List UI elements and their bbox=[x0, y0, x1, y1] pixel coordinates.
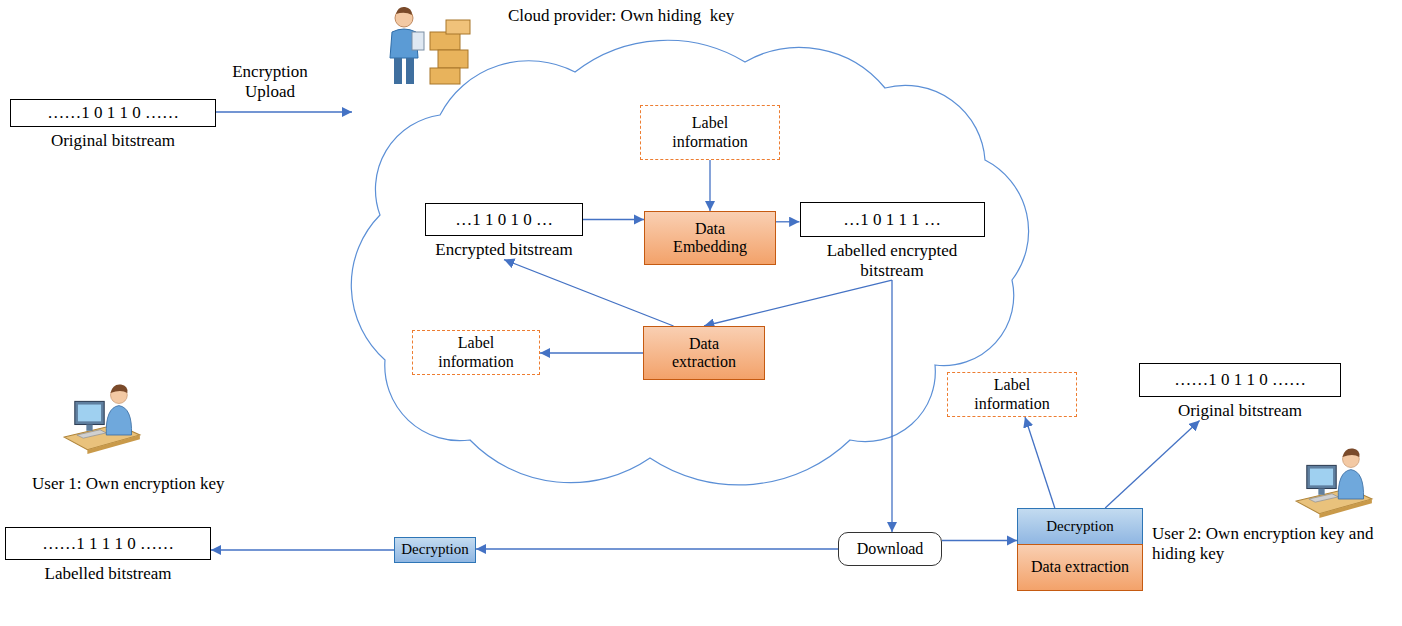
box-outline: Label information bbox=[640, 105, 780, 160]
bitstream-box: ……1 0 1 1 0 …… Original bitstream bbox=[10, 99, 216, 151]
bitstream-box: …1 1 0 1 0 … Encrypted bitstream bbox=[425, 203, 583, 260]
process-box: Data extraction bbox=[1017, 544, 1143, 591]
arrow-connector bbox=[504, 260, 674, 326]
box-text: …1 0 1 1 1 … bbox=[843, 210, 941, 230]
box-text: Decryption bbox=[1046, 518, 1113, 535]
box-text: Label information bbox=[962, 376, 1062, 413]
box-caption: Encrypted bitstream bbox=[425, 240, 583, 260]
box-text: ……1 0 1 1 0 …… bbox=[47, 103, 179, 123]
box-text: Label information bbox=[660, 114, 760, 151]
bitstream-box: …1 0 1 1 1 … Labelled encrypted bitstream bbox=[800, 202, 985, 280]
decryption-box: Decryption bbox=[394, 537, 476, 563]
box-outline: Label information bbox=[947, 372, 1077, 417]
box-caption: Labelled bitstream bbox=[5, 564, 211, 584]
arrow-connector bbox=[704, 280, 892, 326]
box-outline: ……1 0 1 1 0 …… bbox=[10, 99, 216, 127]
label-info-box: Label information bbox=[947, 372, 1077, 417]
arrow-connector bbox=[583, 219, 644, 220]
user-icon bbox=[64, 384, 140, 453]
box-text: Decryption bbox=[401, 541, 468, 558]
process-box: Data Embedding bbox=[644, 211, 776, 265]
note-label: User 1: Own encryption key bbox=[32, 474, 225, 494]
arrow-connector bbox=[942, 540, 1017, 541]
decryption-box: Decryption bbox=[1017, 508, 1143, 545]
box-text: ……1 0 1 1 0 …… bbox=[1174, 370, 1306, 390]
box-caption: Original bitstream bbox=[1139, 401, 1341, 421]
arrow-connector bbox=[1105, 421, 1199, 508]
cloud-provider-icon bbox=[390, 7, 470, 84]
box-text: Data extraction bbox=[659, 335, 749, 372]
box-caption: Original bitstream bbox=[10, 131, 216, 151]
arrow-connector bbox=[1025, 417, 1055, 508]
arrow-connector bbox=[891, 280, 892, 532]
note-label: Encryption Upload bbox=[222, 62, 318, 101]
upload-arrow bbox=[216, 111, 352, 112]
box-outline: Data extraction bbox=[1017, 544, 1143, 591]
box-text: Label information bbox=[426, 334, 526, 371]
box-outline: Download bbox=[838, 532, 942, 566]
box-outline: Data extraction bbox=[643, 326, 765, 380]
note-label: Cloud provider: Own hiding key bbox=[508, 6, 734, 26]
box-outline: Decryption bbox=[1017, 508, 1143, 545]
arrow-connector bbox=[709, 160, 710, 211]
arrow-connector bbox=[540, 352, 643, 353]
box-caption: Labelled encrypted bitstream bbox=[800, 241, 985, 280]
box-text: Data extraction bbox=[1031, 558, 1129, 576]
box-outline: Decryption bbox=[394, 537, 476, 563]
box-outline: …1 1 0 1 0 … bbox=[425, 203, 583, 236]
box-outline: Data Embedding bbox=[644, 211, 776, 265]
note-label: User 2: Own encryption key and hiding ke… bbox=[1152, 524, 1397, 563]
bitstream-box: ……1 1 1 1 0 …… Labelled bitstream bbox=[5, 527, 211, 584]
box-outline: ……1 0 1 1 0 …… bbox=[1139, 363, 1341, 397]
cloud-outline bbox=[351, 40, 1028, 485]
box-text: Download bbox=[857, 540, 924, 558]
arrow-connector bbox=[476, 548, 838, 549]
arrow-connector bbox=[211, 549, 394, 550]
download-box: Download bbox=[838, 532, 942, 566]
arrow-connector bbox=[776, 221, 800, 222]
box-text: Data Embedding bbox=[665, 220, 755, 257]
box-outline: …1 0 1 1 1 … bbox=[800, 202, 985, 237]
bitstream-box: ……1 0 1 1 0 …… Original bitstream bbox=[1139, 363, 1341, 421]
box-outline: Label information bbox=[412, 330, 540, 375]
label-info-box: Label information bbox=[640, 105, 780, 160]
box-text: …1 1 0 1 0 … bbox=[455, 210, 553, 230]
box-text: ……1 1 1 1 0 …… bbox=[42, 534, 174, 554]
process-box: Data extraction bbox=[643, 326, 765, 380]
label-info-box: Label information bbox=[412, 330, 540, 375]
user-icon bbox=[1296, 448, 1372, 517]
box-outline: ……1 1 1 1 0 …… bbox=[5, 527, 211, 560]
